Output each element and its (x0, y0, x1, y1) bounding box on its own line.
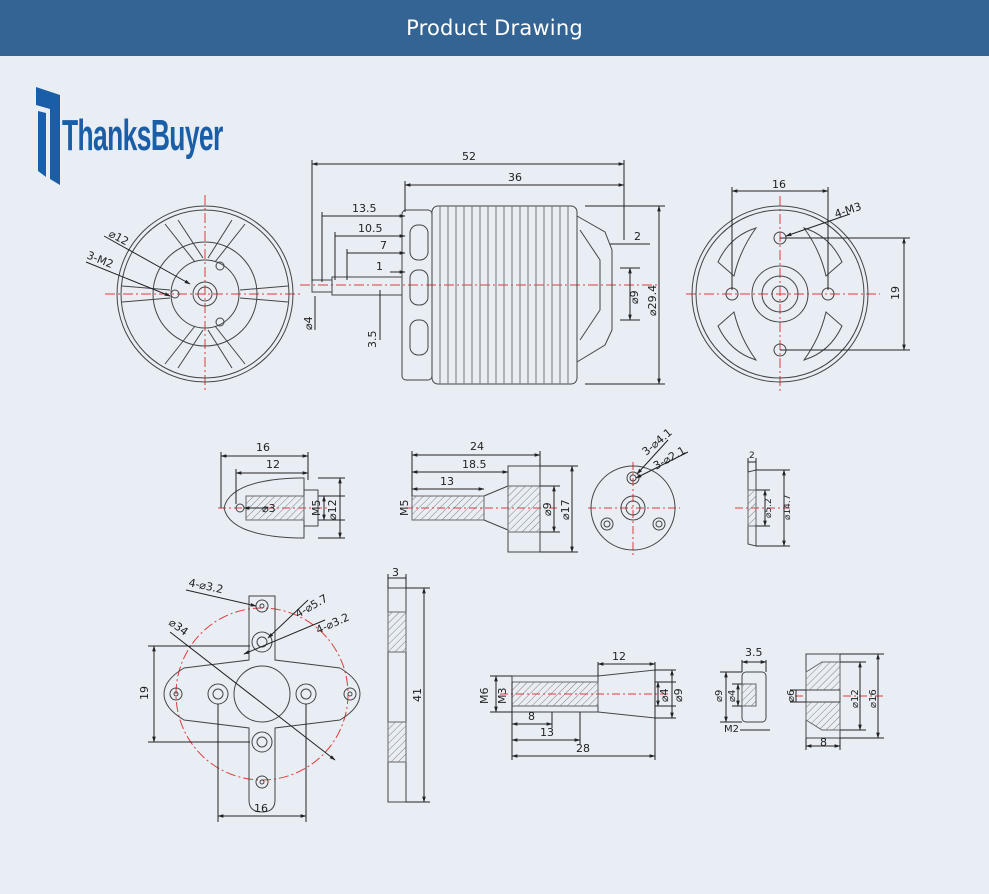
shaft-dim-13: 13 (540, 726, 554, 739)
screw-dim-d4: ⌀4 (727, 690, 738, 702)
round-plate-part (588, 439, 689, 556)
product-drawing: ⌀12 3-M2 (85, 150, 910, 822)
collar-dim-d16: ⌀16 (868, 689, 879, 708)
side-dim-1: 1 (376, 260, 383, 273)
collar-dim-d6: ⌀6 (786, 690, 797, 702)
side-dim-3-5: 3.5 (366, 331, 379, 349)
cone-dim-m5: M5 (310, 500, 323, 517)
washer-part (735, 458, 790, 547)
front-view (85, 195, 300, 393)
side-dim-7: 7 (380, 239, 387, 252)
shaft-dim-m3: M3 (496, 688, 509, 705)
cone-dim-16: 16 (256, 441, 270, 454)
collar-dim-d12: ⌀12 (850, 689, 861, 708)
shaft-part (490, 662, 676, 760)
front-dim-d12: ⌀12 (107, 227, 131, 248)
mount-dim-4d3-2a: 4-⌀3.2 (187, 576, 224, 596)
rear-view (686, 187, 910, 392)
rear-dim-19: 19 (889, 286, 902, 300)
rear-dim-16: 16 (772, 178, 786, 191)
shaft-dim-d4: ⌀4 (658, 688, 671, 702)
screw-dim-m2: M2 (724, 724, 739, 735)
mount-dim-4d3-2b: 4-⌀3.2 (314, 611, 351, 637)
mount-dim-4d5-7: 4-⌀5.7 (293, 592, 330, 621)
brand-logo: ThanksBuyer (36, 86, 330, 186)
adapter-part (405, 451, 578, 553)
washer-dim-d14-7: ⌀14.7 (783, 495, 793, 520)
x-mount-part (148, 589, 361, 822)
adapter-dim-18-5: 18.5 (462, 458, 487, 471)
side-dim-36: 36 (508, 171, 522, 184)
cone-part (218, 452, 345, 539)
screw-part (720, 660, 770, 731)
shaft-dim-m6: M6 (478, 688, 491, 705)
screw-dim-3-5: 3.5 (745, 646, 763, 659)
page-header: Product Drawing (0, 0, 989, 56)
screw-dim-d9: ⌀9 (714, 690, 725, 702)
side-dim-d4: ⌀4 (302, 316, 315, 330)
logo-text: ThanksBuyer (62, 111, 223, 160)
adapter-dim-24: 24 (470, 440, 484, 453)
shaft-dim-d9: ⌀9 (672, 688, 685, 702)
cone-dim-d12: ⌀12 (326, 499, 339, 520)
side-dim-13-5: 13.5 (352, 202, 377, 215)
mount-dim-d34: ⌀34 (166, 616, 190, 639)
adapter-dim-d9: ⌀9 (541, 502, 554, 516)
cone-dim-12: 12 (266, 458, 280, 471)
rear-dim-4m3: 4-M3 (833, 200, 863, 221)
mount-dim-16: 16 (254, 802, 268, 815)
shaft-dim-8: 8 (528, 710, 535, 723)
x-mount-side-part (387, 574, 430, 803)
logo-mark-icon (36, 87, 60, 185)
collar-dim-8: 8 (820, 736, 827, 749)
side-dim-52: 52 (462, 150, 476, 163)
side-dim-10-5: 10.5 (358, 222, 383, 235)
side-dim-d9: ⌀9 (628, 290, 641, 304)
collar-part (790, 653, 885, 750)
washer-dim-2: 2 (749, 451, 755, 461)
adapter-dim-d17: ⌀17 (559, 499, 572, 520)
side-view (300, 160, 665, 385)
mountside-dim-41: 41 (411, 688, 424, 702)
shaft-dim-12: 12 (612, 650, 626, 663)
cone-dim-d3: ⌀3 (262, 502, 276, 515)
side-dim-2: 2 (634, 230, 641, 243)
mountside-dim-3: 3 (392, 566, 399, 579)
side-dim-d29-4: ⌀29.4 (646, 285, 659, 316)
page-title: Product Drawing (406, 16, 583, 40)
washer-dim-d5-2: ⌀5.2 (764, 498, 774, 518)
mount-dim-19: 19 (138, 686, 151, 700)
adapter-dim-m5: M5 (398, 500, 411, 517)
shaft-dim-28: 28 (576, 742, 590, 755)
adapter-dim-13: 13 (440, 475, 454, 488)
